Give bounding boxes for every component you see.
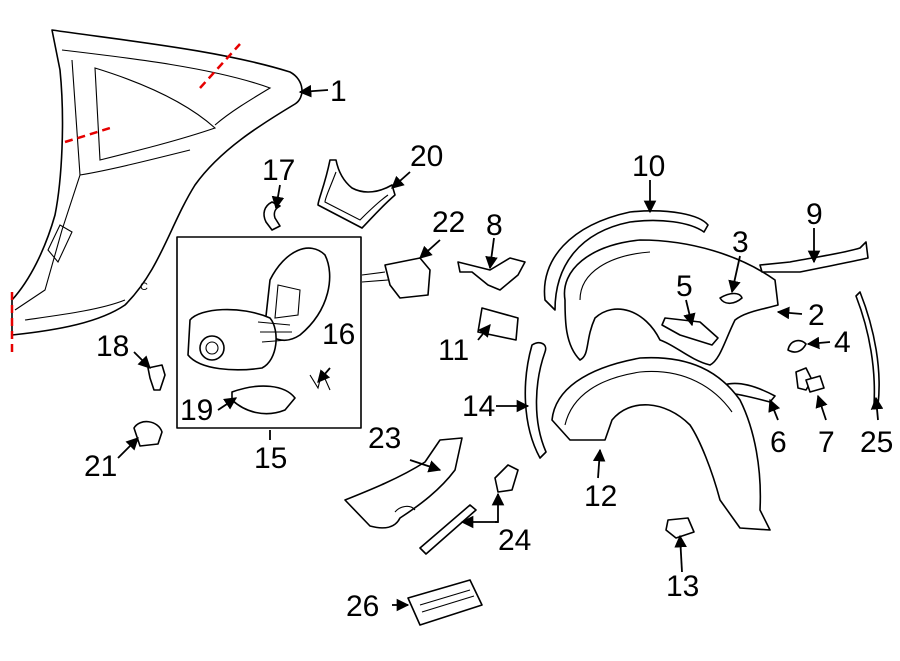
callout-20: 20 xyxy=(410,140,443,173)
outer-liner xyxy=(563,239,779,366)
callout-16: 16 xyxy=(322,318,355,351)
callout-2: 2 xyxy=(808,299,825,332)
clip-3 xyxy=(719,292,743,305)
callout-labels: 1 2 3 4 5 6 7 8 9 10 11 12 13 14 15 16 1… xyxy=(84,75,893,623)
callout-21: 21 xyxy=(84,450,117,483)
callout-25: 25 xyxy=(860,426,893,459)
callout-8: 8 xyxy=(486,209,503,242)
callout-3: 3 xyxy=(732,226,749,259)
actuator xyxy=(361,257,431,299)
callout-7: 7 xyxy=(818,426,835,459)
hose xyxy=(263,201,281,231)
clip-4 xyxy=(787,339,807,353)
callout-6: 6 xyxy=(770,426,787,459)
callout-17: 17 xyxy=(262,154,295,187)
fuel-door-assembly xyxy=(176,236,362,429)
callout-19: 19 xyxy=(180,394,213,427)
callout-12: 12 xyxy=(584,480,617,513)
clip-13 xyxy=(665,517,695,539)
leader-lines xyxy=(117,84,884,612)
callout-13: 13 xyxy=(666,570,699,603)
inner-liner xyxy=(551,356,771,531)
push-pin xyxy=(795,367,825,393)
callout-10: 10 xyxy=(632,150,665,183)
bracket-5 xyxy=(661,317,719,346)
pad xyxy=(477,307,519,341)
gasket xyxy=(317,159,396,229)
seal-strip xyxy=(855,291,880,406)
callout-1: 1 xyxy=(330,75,347,108)
callout-24: 24 xyxy=(498,524,531,557)
panel-mark: C xyxy=(140,281,148,293)
callout-5: 5 xyxy=(676,270,693,303)
bracket xyxy=(457,257,526,291)
light xyxy=(407,579,483,626)
callout-4: 4 xyxy=(834,326,851,359)
seal xyxy=(524,342,547,459)
bracket-23 xyxy=(344,437,463,529)
callout-23: 23 xyxy=(368,422,401,455)
callout-9: 9 xyxy=(806,198,823,231)
callout-22: 22 xyxy=(432,206,465,239)
callout-11: 11 xyxy=(438,334,469,367)
quarter-panel: C xyxy=(10,29,303,352)
callout-14: 14 xyxy=(462,390,495,423)
callout-26: 26 xyxy=(346,590,379,623)
callout-18: 18 xyxy=(96,330,129,363)
callout-15: 15 xyxy=(254,442,287,475)
bolt xyxy=(147,364,166,391)
wheel-molding xyxy=(543,210,709,311)
plug xyxy=(133,420,163,447)
